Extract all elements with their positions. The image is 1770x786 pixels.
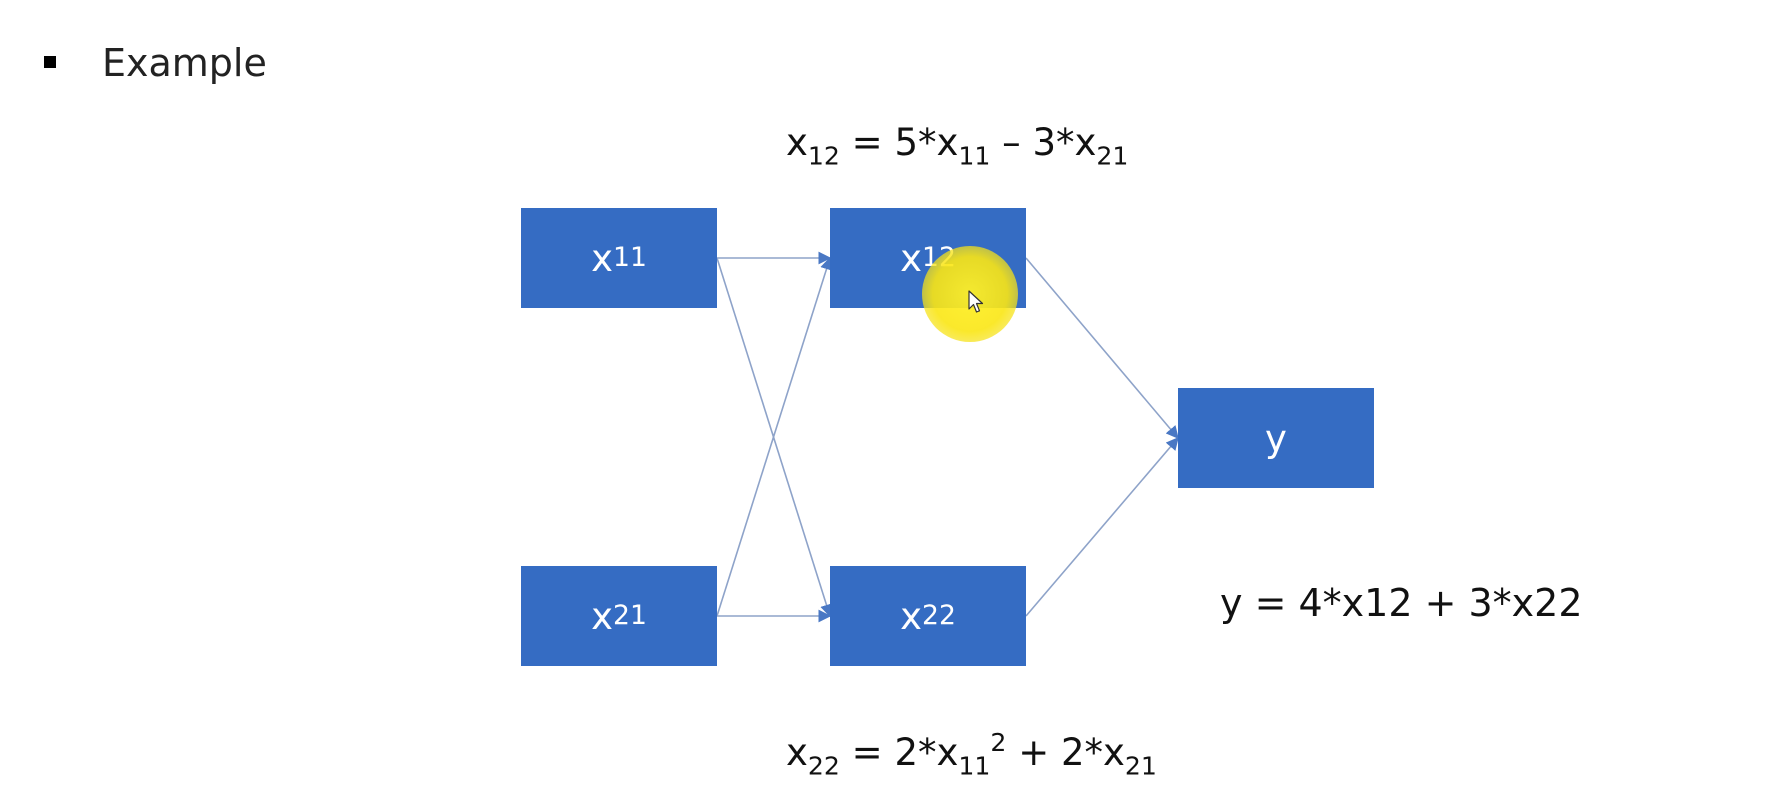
- equation-y: y = 4*x12 + 3*x22: [1220, 581, 1583, 625]
- edge-x21-x12: [716, 256, 833, 617]
- slide-heading: Example: [102, 41, 267, 85]
- node-y: y: [1178, 388, 1374, 488]
- edge-x12-y: [1025, 257, 1179, 439]
- edge-x22-y: [1025, 437, 1179, 617]
- mouse-pointer-icon: [968, 290, 984, 313]
- equation-x22: x22 = 2*x112 + 2*x21: [786, 728, 1157, 781]
- bullet-icon: [44, 56, 56, 68]
- equation-x12: x12 = 5*x11 – 3*x21: [786, 121, 1129, 171]
